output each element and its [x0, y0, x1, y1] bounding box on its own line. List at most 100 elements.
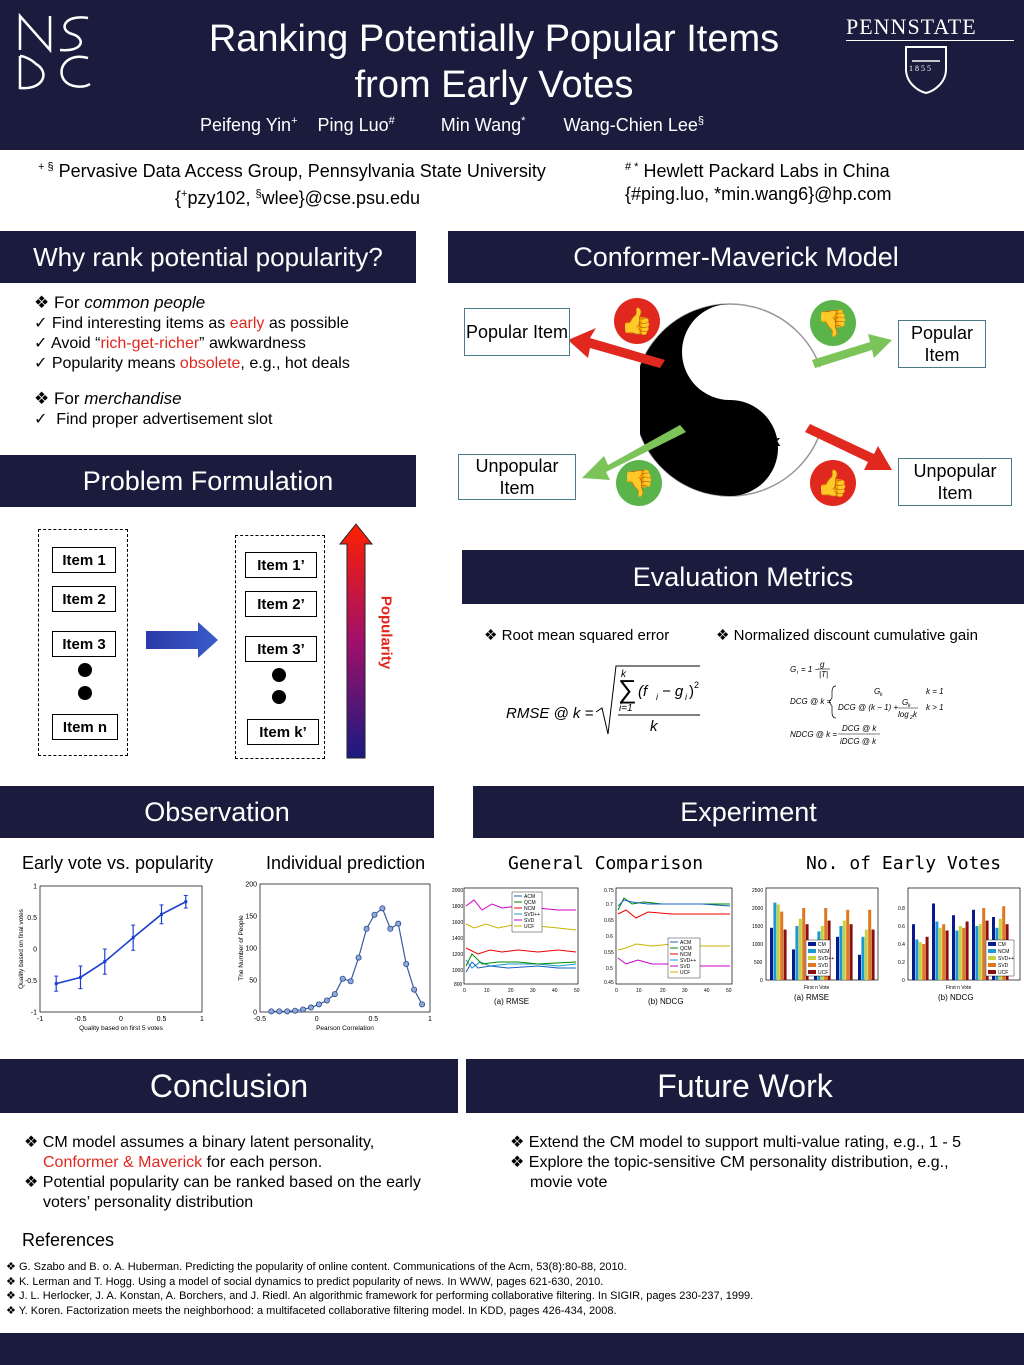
- svg-text:0: 0: [760, 978, 763, 984]
- data-point: [339, 975, 346, 982]
- x-axis-label: Quality based on first 5 votes: [79, 1025, 164, 1032]
- svg-text:40: 40: [552, 988, 558, 994]
- conclusion-bullet-1: ❖ CM model assumes a binary latent perso…: [24, 1133, 421, 1153]
- experiment-heading: Experiment: [473, 786, 1024, 838]
- bar: [846, 909, 850, 980]
- ndcg-bullet: ❖ Normalized discount cumulative gain: [716, 626, 978, 644]
- svg-text:30: 30: [682, 988, 688, 994]
- svg-text:0.6: 0.6: [606, 934, 613, 940]
- svg-text:500: 500: [754, 960, 763, 966]
- diamond-bullet-icon: ❖: [6, 1275, 16, 1288]
- data-point: [184, 900, 188, 904]
- data-point: [379, 905, 386, 912]
- bar: [955, 930, 959, 980]
- legend-svd-2: SVD: [680, 964, 691, 970]
- diamond-bullet-icon: ❖: [6, 1304, 16, 1317]
- shield-icon: [905, 46, 947, 95]
- author-2-mark: #: [388, 115, 395, 127]
- why-bullets: ❖ For common people ✓ Find interesting i…: [34, 292, 350, 430]
- x-tick-label: 1: [200, 1016, 204, 1023]
- legend-ncm: NCM: [524, 906, 535, 912]
- item-list-right: [235, 535, 325, 759]
- svg-text:0.6: 0.6: [898, 924, 905, 930]
- bar: [918, 942, 922, 980]
- data-point: [308, 1004, 315, 1011]
- bar: [842, 920, 846, 980]
- why-bullet-2: ✓ Avoid “rich-get-richer” awkwardness: [34, 334, 350, 354]
- data-point: [371, 911, 378, 918]
- svg-text:0.7: 0.7: [606, 902, 613, 908]
- svg-text:20: 20: [660, 988, 666, 994]
- check-icon: ✓: [34, 315, 48, 332]
- svg-text:i=1: i=1: [619, 703, 633, 714]
- svg-text:log: log: [898, 710, 909, 719]
- data-point: [419, 1001, 426, 1008]
- svg-text:k: k: [908, 703, 911, 709]
- svg-text:= 1 −: = 1 −: [801, 665, 820, 674]
- popular-item-right: Popular Item: [898, 320, 986, 368]
- author-2: Ping Luo: [317, 115, 389, 135]
- reference-3: J. L. Herlocker, J. A. Konstan, A. Borch…: [18, 1290, 754, 1302]
- legend-ncm-2: NCM: [680, 952, 691, 958]
- title-line-2: from Early Votes: [354, 64, 634, 106]
- svg-text:0: 0: [463, 988, 466, 994]
- email-mark-1: +: [181, 188, 188, 200]
- svg-text:800: 800: [454, 982, 463, 988]
- header-bar: [0, 0, 1024, 150]
- y-tick-label: 150: [245, 914, 257, 921]
- check-icon: ✓: [34, 335, 48, 352]
- rmse-text: Root mean squared error: [501, 627, 670, 644]
- why-bullet-3: ✓ Popularity means obsolete, e.g., hot d…: [34, 354, 350, 374]
- why-bullet-3-a: Popularity means: [51, 355, 180, 372]
- email-brace: {: [175, 188, 182, 208]
- svg-text:RMSE @ k =: RMSE @ k =: [506, 705, 594, 722]
- legend-ucf-2: UCF: [680, 970, 690, 976]
- thumbs-up-icon: 👍: [810, 460, 856, 506]
- legend-svdpp: SVD++: [524, 912, 540, 918]
- svg-text:2: 2: [694, 680, 699, 690]
- item-list-left: [38, 529, 128, 756]
- bar: [792, 949, 795, 980]
- bar-legend-ucf-2: UCF: [998, 970, 1008, 976]
- y-tick-label: 200: [245, 882, 257, 889]
- item-right-1: Item 1’: [245, 552, 317, 578]
- why-bullet-2-a: Avoid “: [50, 335, 101, 352]
- affiliation-right-email: {#ping.luo, *min.wang6}@hp.com: [625, 184, 892, 204]
- svg-text:DCG @ (k − 1) +: DCG @ (k − 1) +: [838, 703, 898, 712]
- bar: [975, 926, 979, 980]
- bar: [915, 939, 919, 980]
- diamond-bullet-icon: ❖: [24, 1174, 39, 1191]
- svg-text:G: G: [790, 665, 796, 674]
- ellipsis-dot: [78, 663, 92, 677]
- observation-sub-2: Individual prediction: [266, 853, 426, 873]
- email-user-1: pzy102,: [187, 188, 251, 208]
- red-arrow-down-right: [805, 424, 892, 470]
- why-bullet-1: ✓ Find interesting items as early as pos…: [34, 314, 350, 334]
- svg-text:50: 50: [726, 988, 732, 994]
- author-1-mark: +: [291, 115, 298, 127]
- conclusion-bullet-2-a: Potential popularity can be ranked based…: [42, 1174, 421, 1191]
- item-left-3: Item 3: [52, 631, 116, 657]
- thumbs-up-icon: 👍: [614, 298, 660, 344]
- diamond-bullet-icon: ❖: [484, 627, 498, 644]
- bar: [978, 924, 982, 980]
- svg-text:): ): [689, 683, 694, 700]
- why-group-1-prefix: For: [53, 293, 85, 312]
- data-point: [131, 936, 135, 940]
- svg-text:∑: ∑: [618, 674, 637, 704]
- why-bullet-4-text: Find proper advertisement slot: [56, 411, 273, 428]
- plot-frame: [259, 883, 431, 1013]
- rmse-formula: RMSE @ k = ∑ k i=1 (f i − g i ) 2 k: [506, 665, 700, 735]
- y-tick-label: 0: [253, 1010, 257, 1017]
- diamond-bullet-icon: ❖: [6, 1261, 16, 1273]
- why-group-2-emphasis: merchandise: [84, 389, 182, 408]
- affiliation-left-org: Pervasive Data Access Group, Pennsylvani…: [58, 161, 546, 181]
- cm-heading: Conformer-Maverick Model: [448, 231, 1024, 283]
- bar: [871, 929, 875, 980]
- y-tick-label: 0.5: [27, 915, 37, 922]
- conclusion-bullets: ❖ CM model assumes a binary latent perso…: [24, 1133, 421, 1213]
- affiliation-right-org: Hewlett Packard Labs in China: [643, 161, 890, 181]
